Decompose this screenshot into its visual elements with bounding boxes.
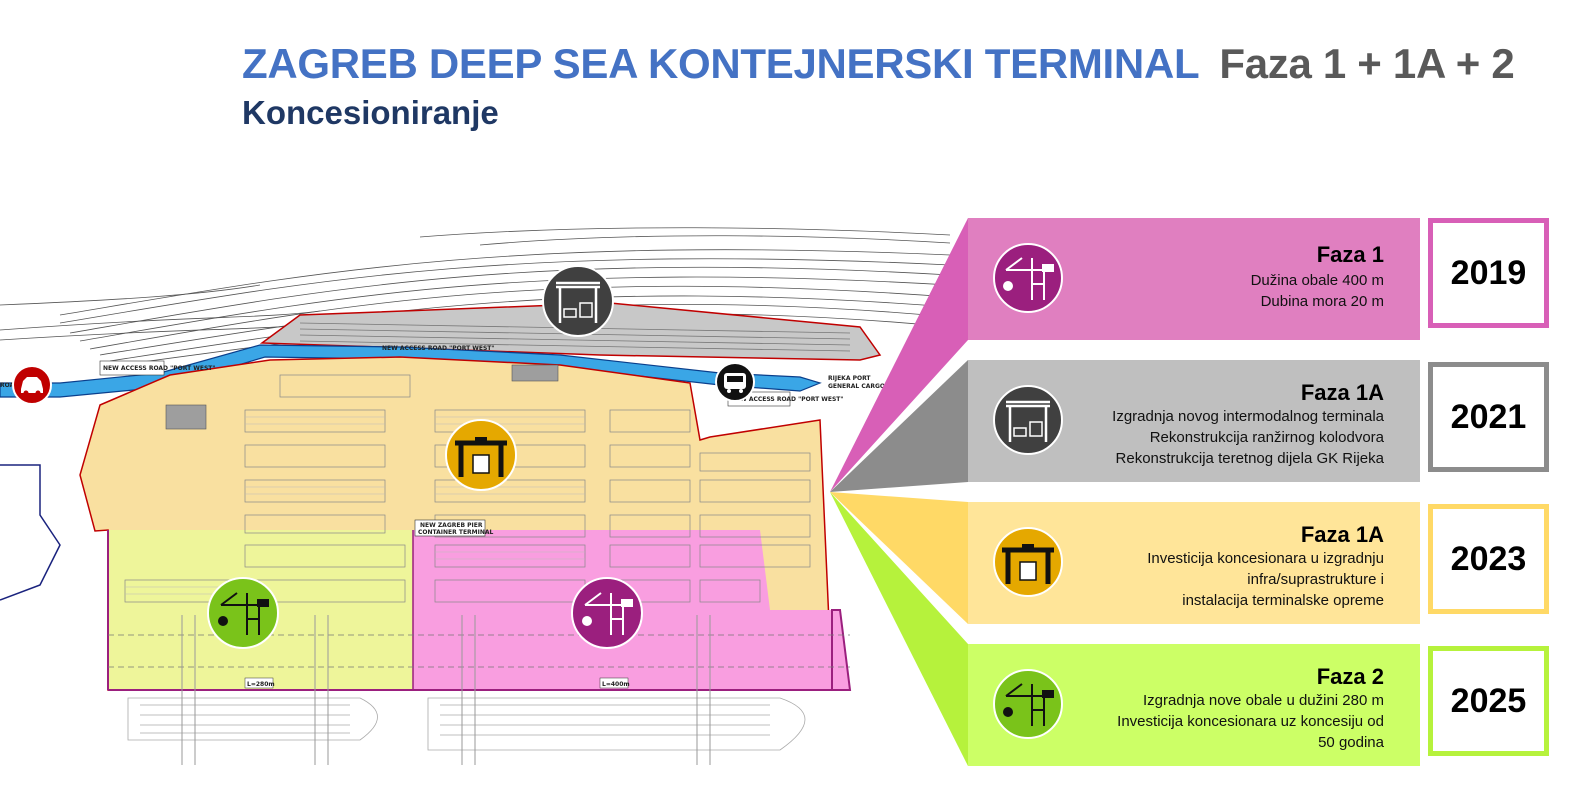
year-badge-2023: 2023 <box>1428 504 1549 614</box>
phase-1-crane-map-icon <box>571 577 643 649</box>
label-general-cargo: GENERAL CARGO T <box>828 383 892 390</box>
phase-line: Izgradnja novog intermodalnog terminala <box>1112 408 1384 425</box>
train-crane-icon <box>993 385 1063 455</box>
phase-line: Rekonstrukcija ranžirnog kolodvora <box>1149 429 1384 446</box>
phase-line: Rekonstrukcija teretnog dijela GK Rijeka <box>1115 450 1384 467</box>
title-phase: Faza 1 + 1A + 2 <box>1219 40 1515 87</box>
ship-outlines <box>127 697 806 751</box>
phase-title: Faza 1 <box>1316 242 1384 267</box>
intermodal-crane-map-icon <box>542 265 614 337</box>
phase-line: infra/suprastrukture i <box>1247 571 1384 588</box>
phase-line: Investicija koncesionara u izgradnju <box>1147 550 1384 567</box>
page-subtitle: Koncesioniranje <box>242 94 499 131</box>
label-road-edge: ROAD <box>0 382 19 389</box>
year-badge-2021: 2021 <box>1428 362 1549 472</box>
phase-panel-2: Faza 2 Izgradnja nove obale u dužini 280… <box>968 644 1420 766</box>
title-main: ZAGREB DEEP SEA KONTEJNERSKI TERMINAL <box>242 40 1200 87</box>
phase-panel-1a-intermodal: Faza 1A Izgradnja novog intermodalnog te… <box>968 360 1420 482</box>
phase-title: Faza 2 <box>1316 664 1384 689</box>
label-access-road-left: NEW ACCESS ROAD "PORT WEST" <box>103 365 216 372</box>
label-length-right: L=400m <box>602 681 630 688</box>
phase-line: 50 godina <box>1318 734 1384 751</box>
gantry-crane-icon <box>993 527 1063 597</box>
year-badge-2019: 2019 <box>1428 218 1549 328</box>
phase-line: Izgradnja nove obale u dužini 280 m <box>1143 692 1384 709</box>
year-badge-2025: 2025 <box>1428 646 1549 756</box>
label-rijeka-port: RIJEKA PORT <box>828 375 871 382</box>
phase-2-crane-map-icon <box>207 577 279 649</box>
car-icon <box>12 365 52 405</box>
yard-building <box>165 404 207 430</box>
phase-description: Izgradnja nove obale u dužini 280 m Inve… <box>1117 690 1384 753</box>
label-access-road-center: NEW ACCESS ROAD "PORT WEST" <box>382 345 495 352</box>
label-length-left: L=280m <box>247 681 275 688</box>
phase-line: instalacija terminalske opreme <box>1182 592 1384 609</box>
label-access-road-right: NEW ACCESS ROAD "PORT WEST" <box>731 396 844 403</box>
page-title: ZAGREB DEEP SEA KONTEJNERSKI TERMINAL Faz… <box>242 40 1515 88</box>
crane-icon <box>993 669 1063 739</box>
bus-icon <box>715 362 755 402</box>
gate-building <box>511 364 559 382</box>
phase-line: Dubina mora 20 m <box>1260 293 1384 310</box>
phase-panel-1: Faza 1 Dužina obale 400 m Dubina mora 20… <box>968 218 1420 340</box>
gantry-crane-map-icon <box>445 419 517 491</box>
label-pier: NEW ZAGREB PIER <box>420 522 483 529</box>
phase-line: Dužina obale 400 m <box>1250 272 1384 289</box>
label-container-terminal: CONTAINER TERMINAL <box>418 529 494 536</box>
site-plan: NEW ACCESS ROAD "PORT WEST" NEW ACCESS R… <box>0 227 951 765</box>
phase-description: Investicija koncesionara u izgradnju inf… <box>1147 548 1384 611</box>
phase-description: Izgradnja novog intermodalnog terminala … <box>1112 406 1384 469</box>
phase-description: Dužina obale 400 m Dubina mora 20 m <box>1251 270 1384 312</box>
phase-title: Faza 1A <box>1300 380 1384 405</box>
phase-panel-1a-concession: Faza 1A Investicija koncesionara u izgra… <box>968 502 1420 624</box>
phase-title: Faza 1A <box>1300 522 1384 547</box>
crane-icon <box>993 243 1063 313</box>
phase-line: Investicija koncesionara uz koncesiju od <box>1117 713 1384 730</box>
